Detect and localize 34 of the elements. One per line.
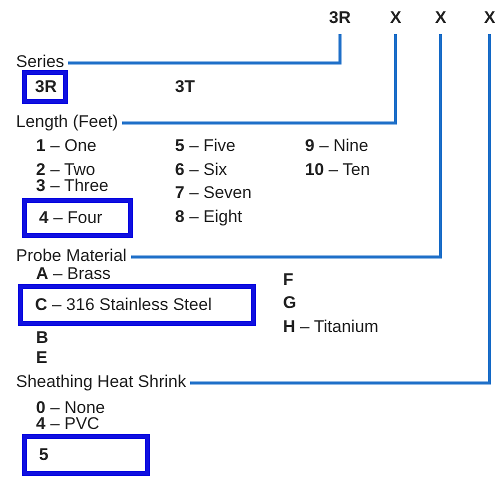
connector-line xyxy=(131,34,442,258)
option-label: 4 – PVC xyxy=(36,414,100,434)
option-label: 1 – One xyxy=(36,136,97,156)
option-label: 5 – Five xyxy=(175,136,236,156)
category-heading: Series xyxy=(16,52,64,72)
option-label: 10 – Ten xyxy=(305,160,370,180)
selected-option-box: 4 – Four xyxy=(22,198,133,238)
option-label: G xyxy=(283,293,296,313)
selected-option-box: 3R xyxy=(22,70,68,104)
connector-line xyxy=(190,34,491,384)
option-label: 8 – Eight xyxy=(175,207,242,227)
category-heading: Probe Material xyxy=(16,246,127,266)
option-label: 7 – Seven xyxy=(175,183,252,203)
category-heading: Sheathing Heat Shrink xyxy=(16,372,186,392)
selected-option-box: C – 316 Stainless Steel xyxy=(18,284,256,326)
option-label: F xyxy=(283,270,294,290)
order-code: X xyxy=(484,8,496,28)
connector-line xyxy=(122,34,397,124)
selected-option-box: 5 xyxy=(22,434,150,476)
option-label: H – Titanium xyxy=(283,317,378,337)
option-label: B xyxy=(36,328,48,348)
order-code: X xyxy=(435,8,446,28)
order-code: 3R xyxy=(329,8,351,28)
option-label: 9 – Nine xyxy=(305,136,368,156)
option-label: 0 – None xyxy=(36,398,106,417)
option-label: E xyxy=(36,348,48,368)
option-label: 6 – Six xyxy=(175,160,227,180)
connector-line xyxy=(68,34,342,64)
option-label: A – Brass xyxy=(36,264,111,284)
option-label: 3T xyxy=(175,77,195,97)
option-label: 2 – Two xyxy=(36,160,96,179)
order-code: X xyxy=(390,8,402,28)
category-heading: Length (Feet) xyxy=(16,112,118,132)
option-label: 3 – Three xyxy=(36,176,108,196)
